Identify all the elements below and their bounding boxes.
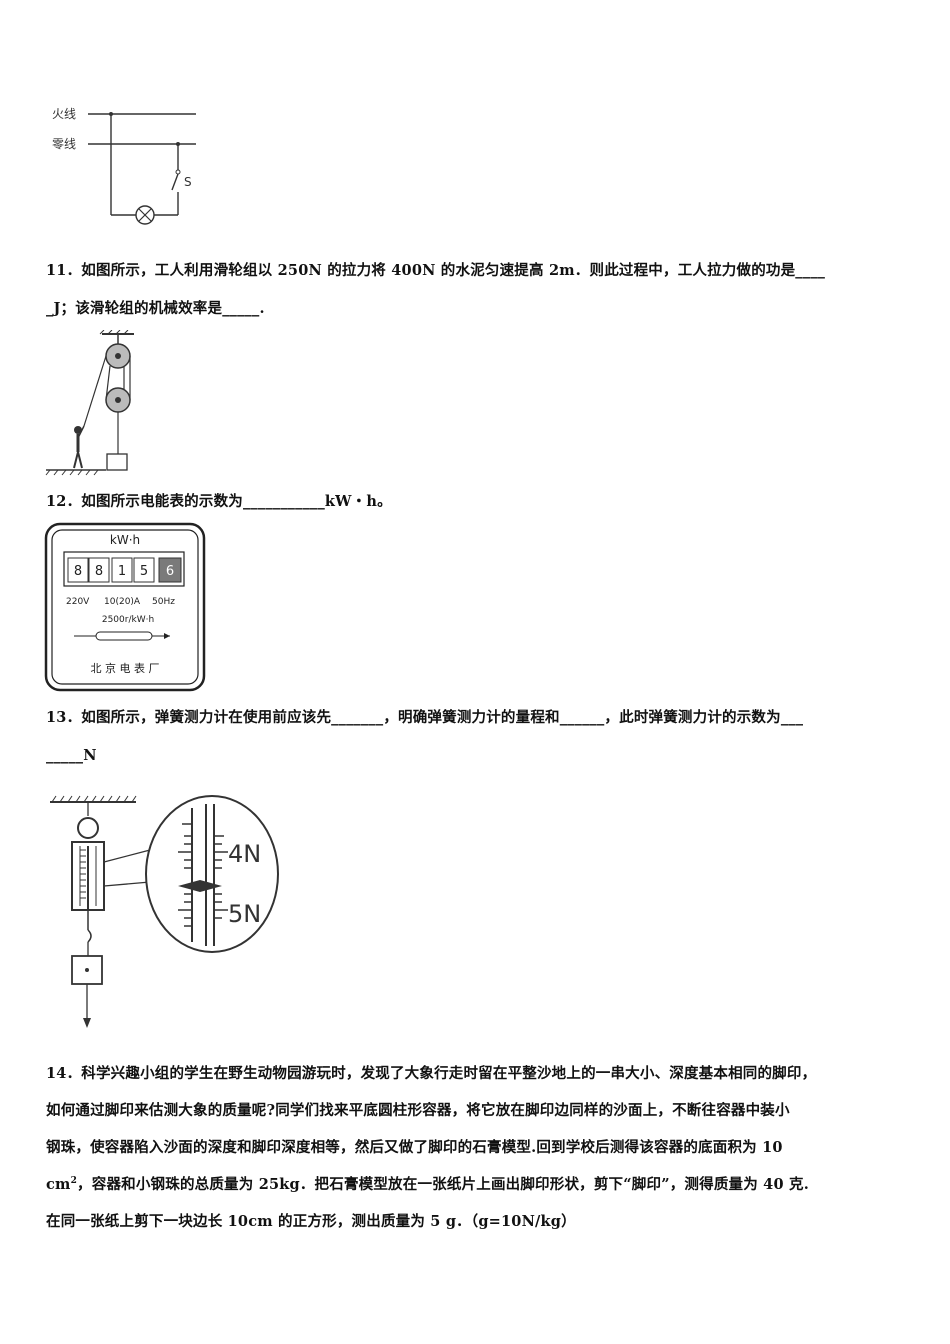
question-11-line1: 11．如图所示，工人利用滑轮组以 250N 的拉力将 400N 的水泥匀速提高 … — [46, 262, 826, 279]
question-12-line1: 12．如图所示电能表的示数为___________kW・h。 — [46, 493, 392, 510]
meter-unit: kW·h — [110, 533, 140, 547]
question-14-line2: 如何通过脚印来估测大象的质量呢?同学们找来平底圆柱形容器，将它放在脚印边同样的沙… — [46, 1102, 790, 1119]
meter-digit-3: 1 — [118, 564, 126, 579]
neutral-wire-label: 零线 — [52, 137, 76, 151]
meter-maker: 北 京 电 表 厂 — [91, 661, 160, 675]
live-wire-label: 火线 — [52, 107, 76, 121]
spring-scale-diagram: 4N 5N — [50, 795, 279, 1028]
electric-meter: kW·h 8 8 1 5 6 220V 10(20)A 50Hz 2500r/k… — [44, 522, 206, 692]
question-14-line1: 14．科学兴趣小组的学生在野生动物园游玩时，发现了大象行走时留在平整沙地上的一串… — [46, 1065, 817, 1082]
scale-label-4n: 4N — [228, 840, 261, 868]
question-13-line2: _____N — [46, 747, 97, 764]
meter-current: 10(20)A — [104, 597, 141, 607]
meter-frequency: 50Hz — [152, 597, 175, 607]
question-11-line2: _J；该滑轮组的机械效率是_____. — [46, 300, 265, 317]
meter-digit-5: 6 — [166, 564, 174, 579]
question-14-line4-text: ，容器和小钢珠的总质量为 25kg．把石膏模型放在一张纸片上画出脚印形状，剪下“… — [77, 1176, 809, 1193]
pulley-diagram — [45, 330, 134, 476]
meter-revolutions: 2500r/kW·h — [102, 615, 154, 625]
circuit-diagram: 火线 零线 S — [52, 107, 196, 225]
scale-label-5n: 5N — [228, 900, 261, 928]
question-13-line1: 13．如图所示，弹簧测力计在使用前应该先_______，明确弹簧测力计的量程和_… — [46, 709, 804, 726]
meter-voltage: 220V — [66, 597, 90, 607]
question-14-unit: cm — [46, 1176, 71, 1193]
magnifier-callout — [145, 795, 279, 953]
question-14-line4: cm2，容器和小钢珠的总质量为 25kg．把石膏模型放在一张纸片上画出脚印形状，… — [46, 1166, 916, 1203]
meter-digit-4: 5 — [140, 564, 148, 579]
question-14-unit-sup: 2 — [70, 1176, 78, 1187]
question-14-line5: 在同一张纸上剪下一块边长 10cm 的正方形，测出质量为 5 g．（g=10N/… — [46, 1213, 576, 1230]
switch-label: S — [184, 175, 192, 189]
meter-digit-2: 8 — [95, 564, 103, 579]
scale-pointer-icon — [178, 880, 222, 892]
question-14-line3: 钢珠，使容器陷入沙面的深度和脚印深度相等，然后又做了脚印的石膏模型.回到学校后测… — [46, 1139, 783, 1156]
cement-block-icon — [106, 453, 128, 471]
meter-digit-1: 8 — [74, 564, 82, 579]
